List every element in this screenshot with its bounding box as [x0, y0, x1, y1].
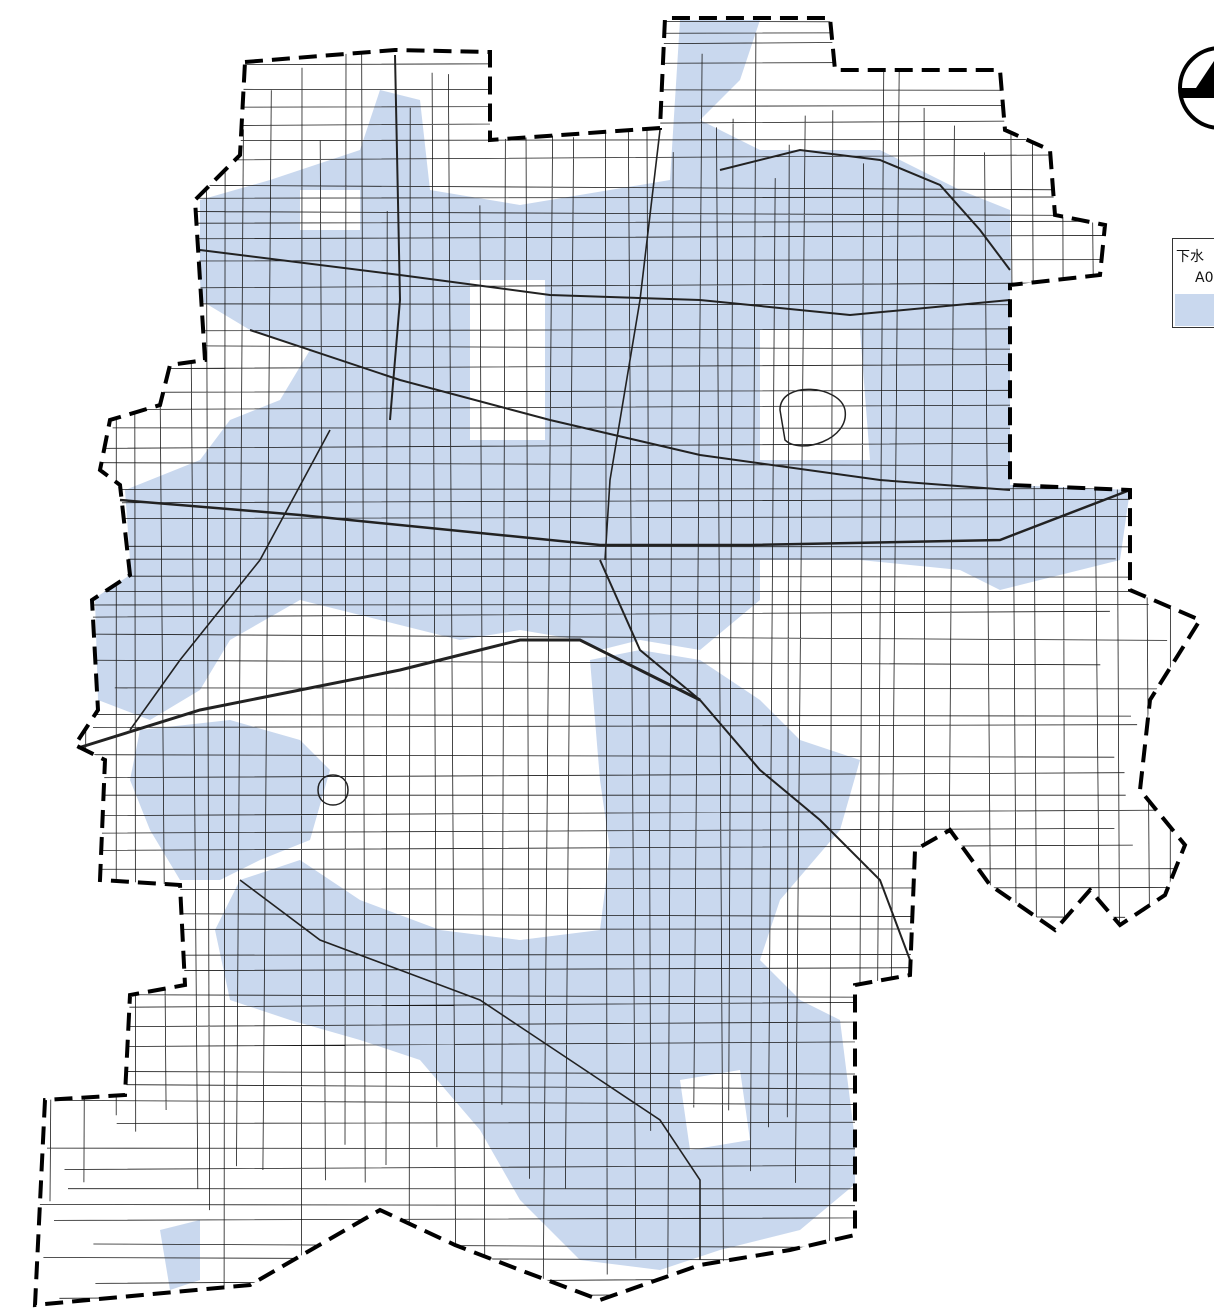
river-winding	[719, 148, 1011, 271]
sewer-area-southwest	[160, 1220, 200, 1290]
north-arrow-icon	[1178, 46, 1214, 130]
sewer-area-west	[130, 720, 330, 880]
unsewered-block-2	[470, 280, 545, 440]
north-south-road	[389, 54, 402, 421]
unsewered-block-3	[680, 1070, 750, 1150]
legend-title: 下水	[1176, 249, 1204, 265]
trunk-road-south	[599, 559, 911, 961]
north-south-road-2	[604, 129, 661, 561]
diagonal-road	[129, 429, 331, 731]
track-ellipse	[317, 774, 349, 806]
major-roads-layer	[77, 54, 1131, 1260]
legend-code: A0	[1195, 270, 1214, 286]
railway-northwest	[199, 249, 1011, 317]
park-ellipse	[779, 388, 846, 447]
expressway-diagonal	[77, 638, 701, 750]
ring-road	[239, 879, 701, 1260]
sewer-area-layer	[95, 20, 1130, 1290]
municipal-boundary	[32, 16, 1203, 1308]
map-legend: 下水 A0	[1172, 238, 1214, 328]
legend-swatch-sewer-area	[1175, 294, 1214, 326]
expressway-east-west	[119, 488, 1131, 547]
unsewered-block-4	[300, 190, 360, 230]
railway-diagonal	[249, 329, 1011, 491]
unsewered-block-1	[760, 330, 870, 460]
